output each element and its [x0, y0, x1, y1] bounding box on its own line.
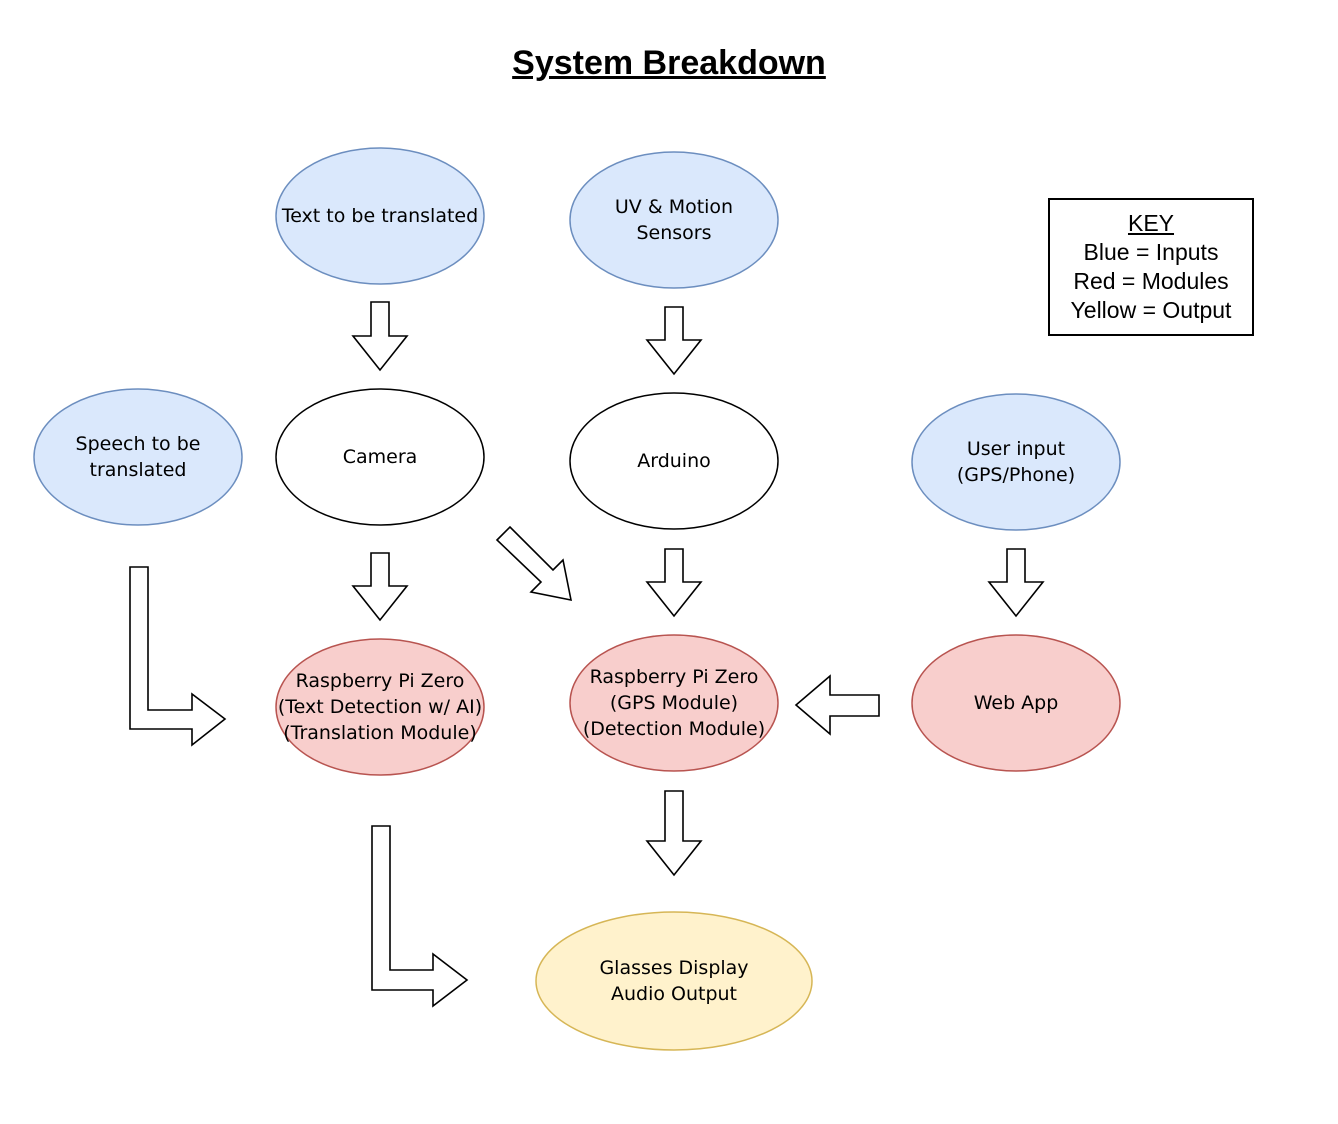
output-node — [535, 911, 813, 1051]
legend-yellow: Yellow = Output — [1070, 297, 1232, 323]
camera-label: Camera — [342, 446, 418, 468]
output-label: Glasses Display Audio Output — [599, 957, 749, 1005]
arrow-webapp-to-pi — [794, 674, 880, 736]
legend-blue: Blue = Inputs — [1083, 239, 1219, 265]
pi-gps-label: Raspberry Pi Zero (GPS Module) (Detectio… — [582, 666, 766, 740]
user-input-label: User input (GPS/Phone) — [956, 438, 1076, 486]
legend-title: KEY — [1127, 210, 1175, 236]
text-input-label: Text to be translated — [281, 205, 479, 227]
web-app-node — [911, 634, 1121, 772]
camera-node — [275, 388, 485, 526]
arrow-pi-to-output-elbow — [371, 825, 469, 1008]
arduino-label: Arduino — [637, 450, 711, 472]
arrow-pi-to-output — [645, 790, 703, 877]
uv-sensors-node — [569, 151, 779, 289]
speech-input-node — [33, 388, 243, 526]
arduino-node — [569, 392, 779, 530]
arrow-sensors-to-arduino — [645, 306, 703, 376]
legend-red: Red = Modules — [1073, 268, 1229, 294]
pi-translation-label: Raspberry Pi Zero (Text Detection w/ AI)… — [277, 670, 483, 744]
pi-gps-node — [569, 634, 779, 772]
uv-sensors-label: UV & Motion Sensors — [614, 196, 734, 244]
arrow-userinput-to-webapp — [987, 548, 1045, 618]
page-title: System Breakdown — [512, 44, 826, 82]
arrow-text-to-camera — [351, 301, 409, 372]
web-app-label: Web App — [973, 692, 1059, 714]
arrow-arduino-to-pi — [645, 548, 703, 618]
text-input-node — [275, 147, 485, 285]
legend-key: KEY Blue = Inputs Red = Modules Yellow =… — [1048, 198, 1254, 336]
speech-input-label: Speech to be translated — [75, 433, 201, 481]
arrow-camera-to-pi — [351, 552, 409, 622]
user-input-node — [911, 393, 1121, 531]
arrow-camera-to-pi-gps — [495, 525, 573, 602]
arrow-speech-to-pi — [129, 566, 227, 747]
pi-translation-node — [275, 638, 485, 776]
